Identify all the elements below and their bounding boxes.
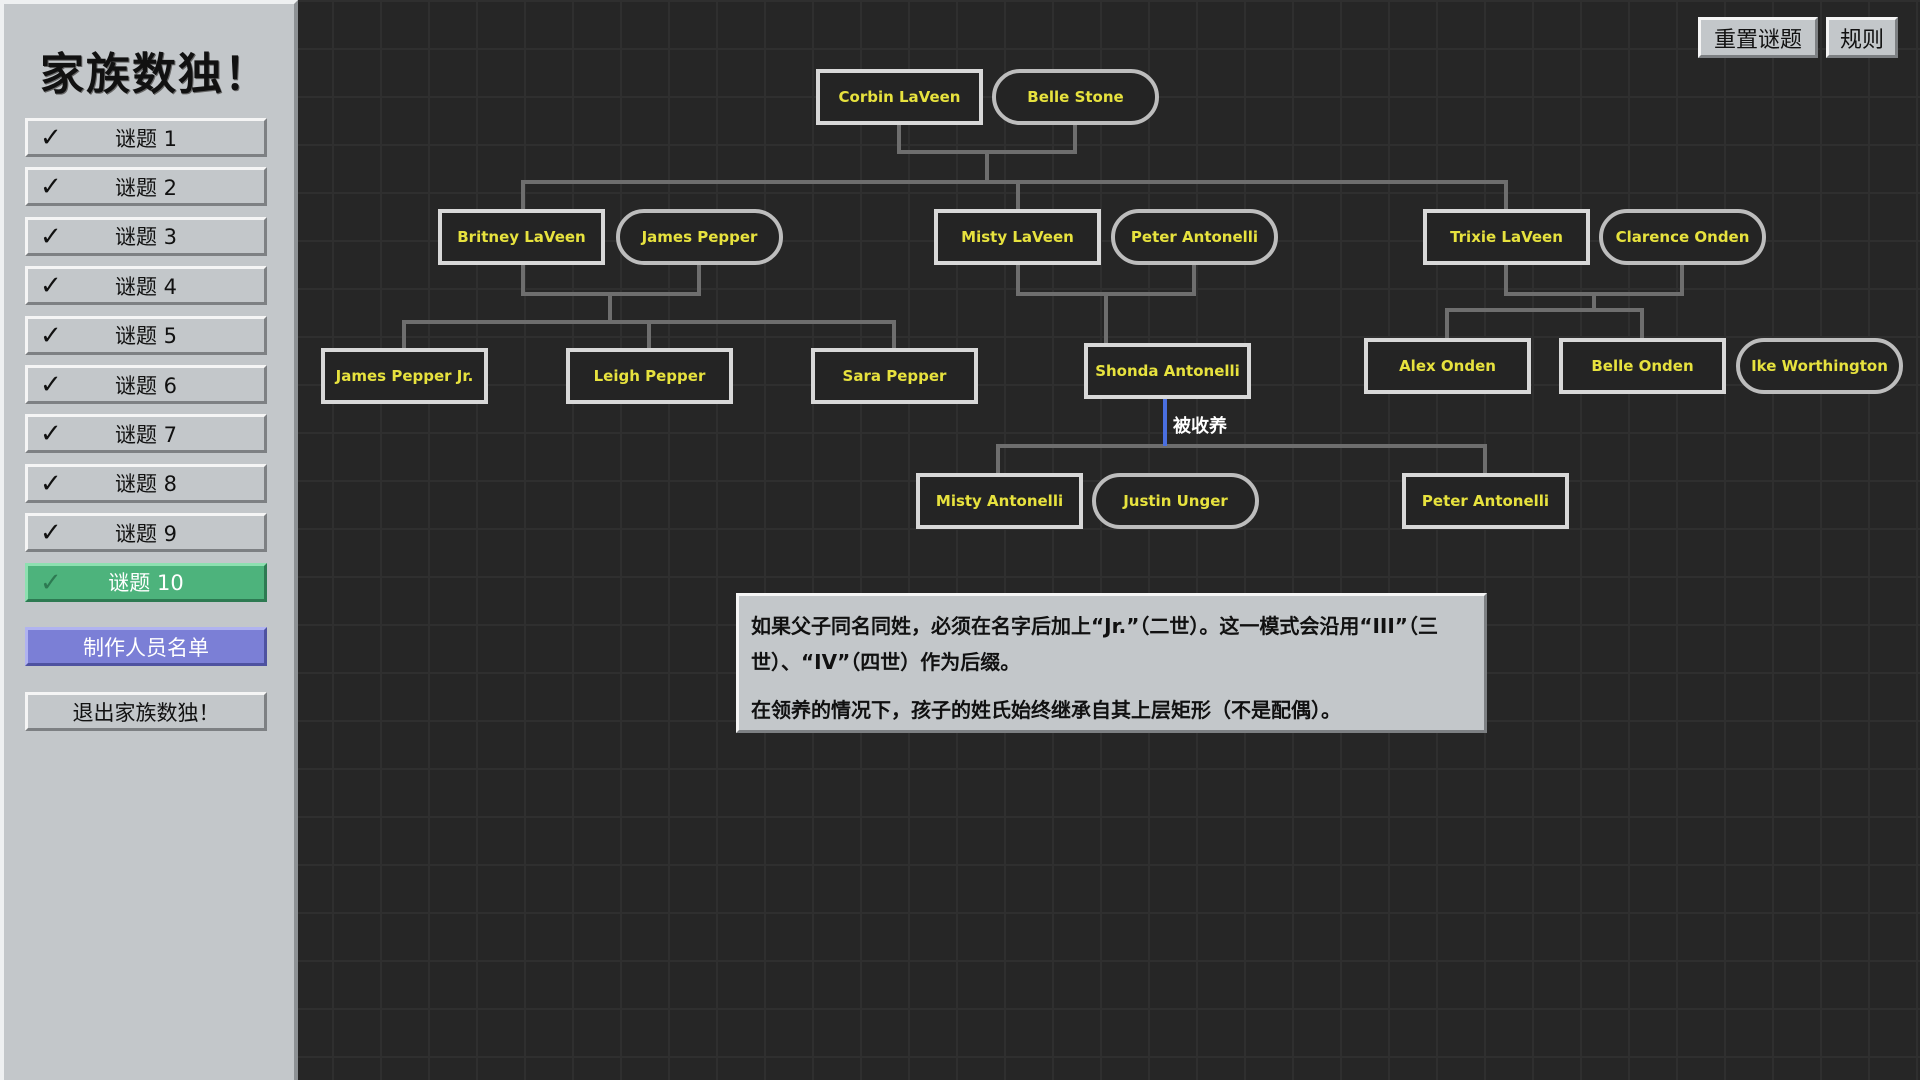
- spouse-node[interactable]: James Pepper: [616, 209, 783, 265]
- spouse-node[interactable]: Justin Unger: [1092, 473, 1259, 529]
- puzzle-4-button[interactable]: ✓ 谜题 4: [25, 266, 267, 306]
- puzzle-7-button[interactable]: ✓ 谜题 7: [25, 414, 267, 454]
- hint-panel: 如果父子同名同姓，必须在名字后加上“Jr.”（二世）。这一模式会沿用“III”（…: [736, 593, 1487, 733]
- hint-text: 如果父子同名同姓，必须在名字后加上“Jr.”（二世）。这一模式会沿用“III”（…: [751, 614, 1438, 674]
- check-icon: ✓: [40, 419, 62, 450]
- spouse-node[interactable]: Clarence Onden: [1599, 209, 1766, 265]
- connector: [402, 265, 896, 348]
- puzzle-1-button[interactable]: ✓ 谜题 1: [25, 118, 267, 157]
- person-node[interactable]: Belle Onden: [1559, 338, 1726, 394]
- puzzle-label: 谜题 5: [114, 324, 178, 349]
- puzzle-label: 谜题 7: [114, 422, 178, 447]
- check-icon: ✓: [40, 468, 62, 499]
- puzzle-9-button[interactable]: ✓ 谜题 9: [25, 513, 267, 553]
- person-node[interactable]: James Pepper Jr.: [321, 348, 488, 404]
- puzzle-label: 谜题 9: [114, 521, 178, 546]
- connector: [1445, 265, 1684, 338]
- app-title: 家族数独！: [40, 49, 270, 100]
- check-icon: ✓: [40, 221, 62, 252]
- puzzle-label: 谜题 4: [114, 274, 178, 299]
- puzzle-5-button[interactable]: ✓ 谜题 5: [25, 315, 267, 355]
- puzzle-label: 谜题 1: [114, 126, 178, 151]
- rules-button[interactable]: 规则: [1826, 17, 1898, 58]
- person-node[interactable]: Peter Antonelli: [1402, 473, 1569, 529]
- adopted-label: 被收养: [1173, 416, 1227, 437]
- person-node[interactable]: Shonda Antonelli: [1084, 343, 1251, 399]
- person-node[interactable]: Misty LaVeen: [934, 209, 1101, 265]
- puzzle-3-button[interactable]: ✓ 谜题 3: [25, 216, 267, 256]
- check-icon: ✓: [40, 567, 62, 598]
- check-icon: ✓: [40, 370, 62, 400]
- connector: [1016, 265, 1196, 343]
- hint-text: 在领养的情况下，孩子的姓氏始终继承自其上层矩形（不是配偶）。: [751, 698, 1341, 722]
- puzzle-2-button[interactable]: ✓ 谜题 2: [25, 167, 267, 207]
- person-node[interactable]: Misty Antonelli: [916, 473, 1083, 529]
- check-icon: ✓: [40, 518, 62, 549]
- check-icon: ✓: [40, 123, 62, 153]
- person-node[interactable]: Britney LaVeen: [438, 209, 605, 265]
- person-node[interactable]: Alex Onden: [1364, 338, 1531, 394]
- puzzle-label: 谜题 8: [114, 472, 178, 497]
- check-icon: ✓: [40, 271, 62, 302]
- connector: [521, 125, 1508, 209]
- reset-puzzle-button[interactable]: 重置谜题: [1698, 17, 1818, 58]
- spouse-node[interactable]: Belle Stone: [992, 69, 1159, 125]
- person-node[interactable]: Sara Pepper: [811, 348, 978, 404]
- person-node[interactable]: Leigh Pepper: [566, 348, 733, 404]
- puzzle-label: 谜题 2: [114, 175, 178, 200]
- check-icon: ✓: [40, 320, 62, 351]
- puzzle-label: 谜题 10: [108, 571, 184, 596]
- credits-button[interactable]: 制作人员名单: [25, 627, 267, 666]
- person-node[interactable]: Trixie LaVeen: [1423, 209, 1590, 265]
- exit-button[interactable]: 退出家族数独！: [25, 692, 267, 731]
- spouse-node[interactable]: Ike Worthington: [1736, 338, 1903, 394]
- puzzle-label: 谜题 6: [114, 373, 178, 398]
- puzzle-label: 谜题 3: [114, 225, 178, 250]
- puzzle-6-button[interactable]: ✓ 谜题 6: [25, 365, 267, 404]
- puzzle-10-button[interactable]: ✓ 谜题 10: [25, 562, 267, 602]
- spouse-node[interactable]: Peter Antonelli: [1111, 209, 1278, 265]
- connector: [996, 444, 1487, 473]
- puzzle-8-button[interactable]: ✓ 谜题 8: [25, 463, 267, 503]
- person-node[interactable]: Corbin LaVeen: [816, 69, 983, 125]
- check-icon: ✓: [40, 172, 62, 203]
